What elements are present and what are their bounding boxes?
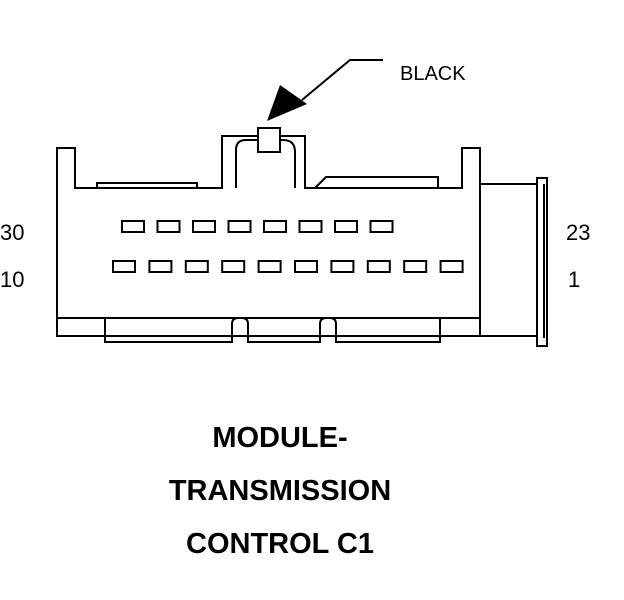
top-row-pin-cavity — [263, 220, 287, 233]
top-row-pin-cavity — [192, 220, 216, 233]
bottom-foot-left — [104, 317, 239, 343]
bottom-row-pin-cavity — [257, 260, 282, 273]
bottom-row-pin-cavity — [294, 260, 318, 273]
pin-label-23: 23 — [566, 220, 590, 245]
top-bar-right — [314, 176, 439, 189]
bottom-foot-middle — [241, 317, 327, 343]
bottom-row-pin-cavity — [366, 260, 391, 273]
bottom-row-pin-cavity — [112, 260, 136, 273]
bottom-row-pin-cavity — [403, 260, 428, 273]
top-row-pin-cavity — [156, 220, 181, 233]
top-row-pin-cavity — [334, 220, 358, 233]
connector-housing — [56, 135, 481, 337]
top-row-pin-cavity — [369, 220, 394, 233]
locking-tab — [257, 127, 281, 153]
connector-title: MODULE- TRANSMISSION CONTROL C1 — [130, 412, 430, 571]
top-row-pin-cavity — [227, 220, 252, 233]
pin-label-30: 30 — [0, 220, 24, 245]
bottom-row-pin-cavity — [439, 260, 464, 273]
bottom-foot-right — [329, 317, 441, 343]
bottom-row-pin-cavity — [184, 260, 209, 273]
bottom-row-pin-cavity — [221, 260, 246, 273]
pin-label-10: 10 — [0, 267, 24, 292]
bottom-row-pin-cavity — [330, 260, 355, 273]
title-line-1: MODULE- — [212, 422, 348, 454]
pin-label-1: 1 — [568, 267, 580, 292]
title-line-3: CONTROL C1 — [186, 528, 374, 560]
bottom-row-pin-cavity — [148, 260, 173, 273]
connector-color-label: BLACK — [400, 63, 466, 85]
title-line-2: TRANSMISSION — [168, 475, 392, 507]
callout-leader — [301, 59, 383, 101]
top-bar-left — [96, 182, 198, 189]
top-row-pin-cavity — [298, 220, 323, 233]
top-row-pin-cavity — [121, 220, 145, 233]
callout-arrowhead — [267, 85, 307, 121]
side-flange — [536, 177, 548, 347]
